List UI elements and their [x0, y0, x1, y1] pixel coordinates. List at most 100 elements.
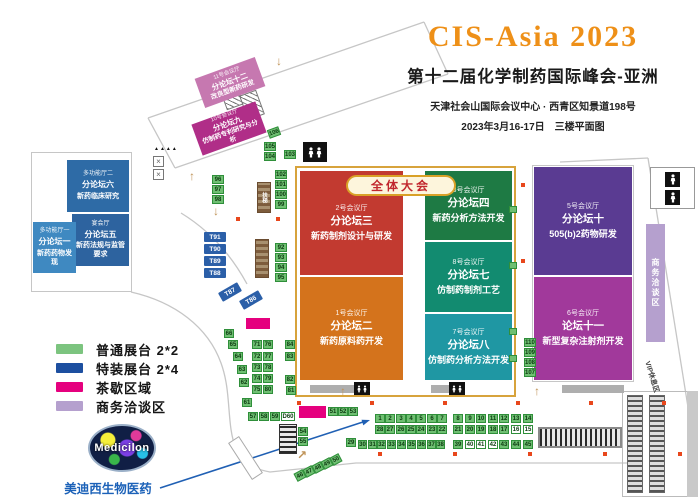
room-topic-label: 新药药物发现	[37, 249, 72, 266]
header: CIS-Asia 2023 第十二届化学制药国际峰会-亚洲 天津社会山国际会议中…	[390, 20, 676, 133]
booth-80: 80	[263, 385, 273, 394]
booth-40: 40	[465, 440, 475, 449]
booth-15: 15	[523, 425, 533, 434]
booth-53: 53	[348, 407, 358, 416]
room-hall-label: 5号会议厅	[567, 202, 599, 210]
booth-6: 6	[427, 414, 437, 423]
booth-9: 9	[465, 414, 475, 423]
room-topic-label: 新药分析方法开发	[432, 213, 505, 224]
booth-77: 77	[263, 352, 273, 361]
person-icon	[670, 191, 675, 203]
room-hall-label: 宴会厅	[91, 220, 110, 227]
partition-bar	[562, 385, 624, 393]
legend-item-business-zone: 商务洽谈区	[56, 397, 179, 415]
direction-arrow-icon: ↓	[276, 54, 282, 68]
legend-label: 特装展台 2*4	[96, 361, 180, 377]
service-shaft	[627, 395, 643, 493]
direction-arrow-icon: ↑	[534, 384, 540, 398]
booth-marker	[509, 355, 517, 362]
legend-label: 茶歇区域	[96, 380, 153, 396]
booth-39: 39	[453, 440, 463, 449]
booth-23: 23	[427, 425, 437, 434]
booth-21: 21	[453, 425, 463, 434]
booth-25: 25	[406, 425, 416, 434]
room-hall-label: 多功能厅二	[82, 171, 113, 178]
room-forum-label: 分论坛七	[447, 268, 490, 281]
room-多功能厅二: 多功能厅二分论坛六新药临床研究	[67, 160, 129, 212]
booth-1: 1	[375, 414, 385, 423]
booth-71: 71	[252, 340, 262, 349]
booth-102: 102	[275, 170, 287, 179]
booth-82: 82	[285, 375, 295, 384]
booth-64: 64	[233, 352, 243, 361]
medicilon-pointer-arrow	[159, 419, 370, 489]
legend-swatch-blue	[56, 363, 83, 373]
room-2号会议厅: 2号会议厅分论坛三新药制剂设计与研发	[300, 171, 403, 275]
event-subtitle: 第十二届化学制药国际峰会-亚洲	[407, 68, 659, 86]
room-topic-label: 505(b)2药物研发	[549, 228, 617, 239]
room-topic-label: 新药制剂设计与研发	[310, 230, 392, 241]
west-wing-outline	[31, 152, 132, 292]
elevator-icon: ×	[153, 169, 164, 180]
booth-51: 51	[328, 407, 338, 416]
partition-bar	[310, 385, 357, 393]
booth-107: 107	[524, 368, 536, 377]
booth-3: 3	[396, 414, 406, 423]
booth-81: 81	[286, 386, 296, 395]
east-hall-outline	[532, 165, 634, 382]
booth-33: 33	[387, 440, 396, 449]
booth-78: 78	[263, 363, 273, 372]
booth-27: 27	[385, 425, 395, 434]
person-icon	[670, 173, 675, 185]
booth-101: 101	[275, 180, 287, 189]
room-6号会议厅: 6号会议厅论坛十一新型复杂注射剂开发	[534, 277, 632, 380]
booth-44: 44	[511, 440, 521, 449]
partition-bar	[431, 385, 462, 393]
legend-label: 商务洽谈区	[96, 399, 167, 415]
booth-61: 61	[242, 398, 252, 407]
booth-12: 12	[499, 414, 509, 423]
room-hall-label: 7号会议厅	[452, 328, 485, 336]
booth-marker	[509, 328, 517, 335]
room-topic-label: 新药法规与监管要求	[76, 242, 125, 259]
restroom-cell	[665, 171, 680, 187]
booth-14: 14	[523, 414, 533, 423]
pillar-dot	[521, 183, 525, 187]
pillar-dot	[453, 452, 457, 456]
room-forum-label: 分论坛八	[447, 338, 490, 351]
elevator-icon: ×	[153, 156, 164, 167]
room-hall-label: 1号会议厅	[335, 310, 368, 318]
table-T91: T91	[204, 232, 226, 242]
table-T89: T89	[204, 256, 226, 266]
person-icon	[458, 385, 462, 392]
booth-24: 24	[416, 425, 426, 434]
booth-92: 92	[275, 243, 287, 252]
room-topic-label: 新药原料药开发	[319, 336, 383, 347]
pillar-dot	[678, 452, 682, 456]
plenary-banner: 全体大会	[346, 175, 456, 196]
tea-break-area	[299, 406, 326, 418]
booth-93: 93	[275, 253, 287, 262]
booth-11: 11	[488, 414, 498, 423]
pillar-dot	[589, 401, 593, 405]
booth-55: 55	[298, 437, 308, 446]
booth-D60: D60	[281, 412, 295, 421]
booth-57: 57	[248, 412, 258, 421]
room-forum-label: 分论坛六	[82, 180, 114, 190]
tea-break-area	[246, 318, 270, 329]
service-wall	[687, 391, 698, 497]
room-forum-label: 分论坛三	[330, 214, 373, 227]
booth-28: 28	[375, 425, 385, 434]
booth-41: 41	[476, 440, 486, 449]
pillar-dot	[378, 452, 382, 456]
booth-2: 2	[385, 414, 395, 423]
pillar-dot	[236, 217, 240, 221]
room-forum-label: 分论坛二	[330, 320, 373, 333]
medicilon-logo: Medicilon	[88, 424, 156, 472]
direction-arrow-icon: ↓	[213, 204, 219, 218]
booth-108: 108	[524, 358, 536, 367]
escalator-east	[538, 427, 622, 448]
stairs-icon: ▲▲▲▲	[154, 146, 178, 152]
booth-52: 52	[338, 407, 348, 416]
booth-32: 32	[377, 440, 386, 449]
